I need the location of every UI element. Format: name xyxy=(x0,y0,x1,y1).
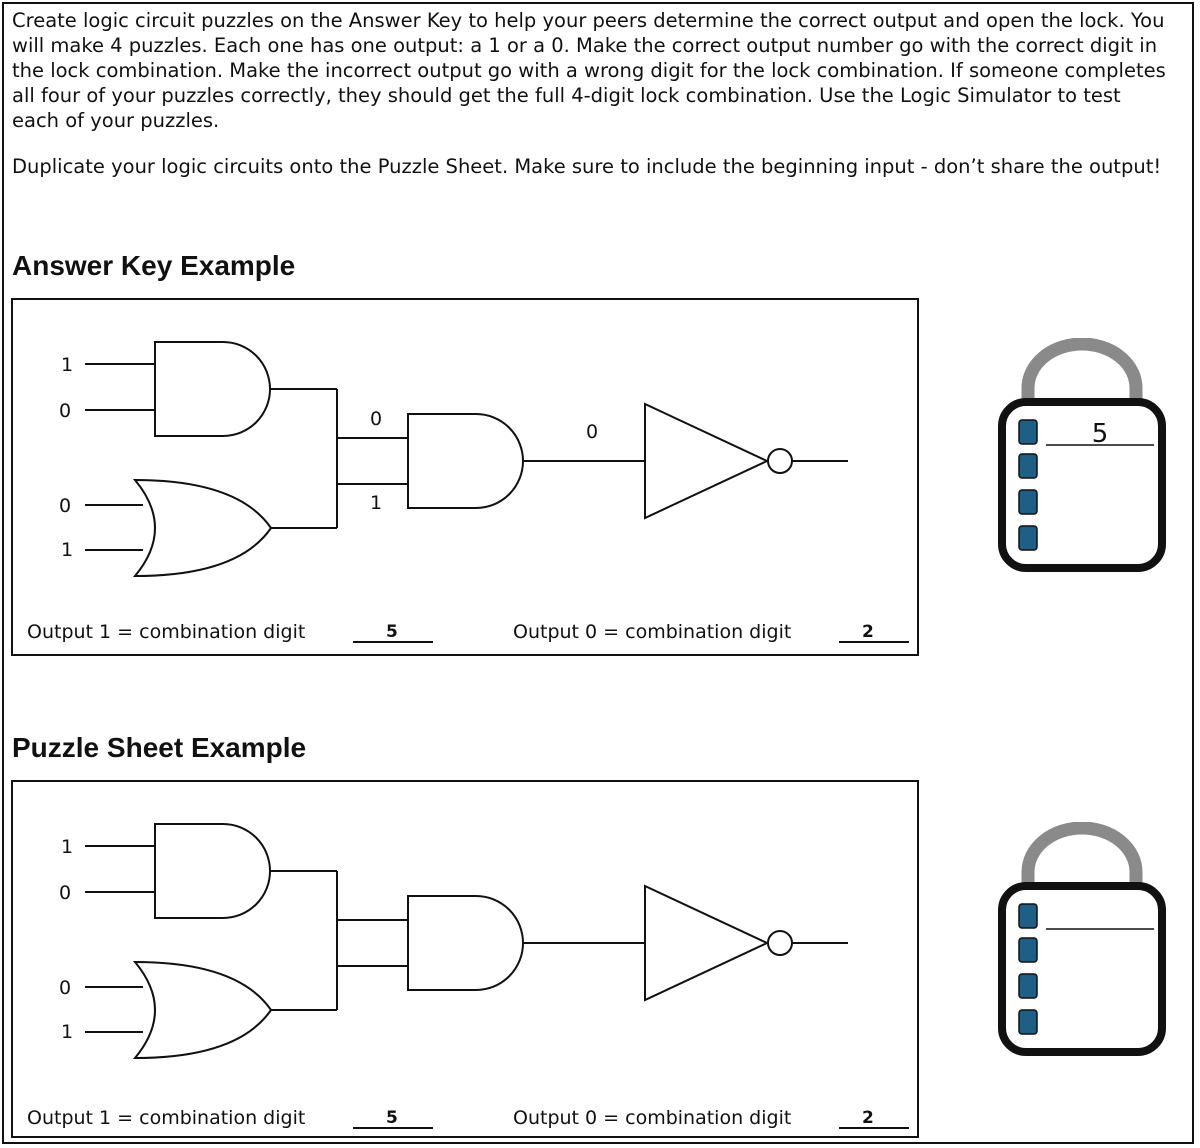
answer-key-heading: Answer Key Example xyxy=(12,250,296,281)
not-gate-icon xyxy=(644,884,770,1002)
input-label-4: 1 xyxy=(61,1021,73,1043)
or-gate-icon xyxy=(132,478,273,578)
output-1-digit: 5 xyxy=(386,1108,398,1128)
puzzle-sheet-circuit-diagram: 1 0 0 1 Output 1 = combination digit 5 O… xyxy=(27,823,909,1129)
output-0-digit: 2 xyxy=(862,1108,874,1128)
not-gate-icon xyxy=(644,402,770,520)
and-gate-icon xyxy=(407,895,524,991)
intermediate-label-bottom: 1 xyxy=(370,492,382,514)
output-1-label: Output 1 = combination digit xyxy=(27,621,305,643)
input-label-4: 1 xyxy=(61,539,73,561)
puzzle-sheet-heading: Puzzle Sheet Example xyxy=(12,732,307,763)
output-0-digit: 2 xyxy=(862,622,874,642)
input-label-3: 0 xyxy=(59,977,71,999)
intermediate-label-top: 0 xyxy=(370,408,382,430)
instructions-paragraph-2: Duplicate your logic circuits onto the P… xyxy=(12,155,1162,178)
input-label-2: 0 xyxy=(59,400,71,422)
output-0-label: Output 0 = combination digit xyxy=(513,621,791,643)
input-label-2: 0 xyxy=(59,882,71,904)
input-label-3: 0 xyxy=(59,495,71,517)
answer-key-circuit-panel: 1 0 0 1 0 1 0 Output 1 = combination dig… xyxy=(11,298,919,656)
padlock-icon xyxy=(996,821,1168,1062)
output-1-digit: 5 xyxy=(386,622,398,642)
answer-key-circuit-diagram: 1 0 0 1 0 1 0 Output 1 = combination dig… xyxy=(27,341,909,643)
instructions-paragraph-1: Create logic circuit puzzles on the Answ… xyxy=(12,9,1166,132)
and-output-label: 0 xyxy=(586,421,598,443)
input-label-1: 1 xyxy=(61,354,73,376)
puzzle-sheet-circuit-panel: 1 0 0 1 Output 1 = combination digit 5 O… xyxy=(11,780,919,1138)
padlock-icon: 5 xyxy=(996,337,1168,578)
and-gate-icon xyxy=(154,823,271,919)
lock-digit: 5 xyxy=(1092,419,1109,449)
or-gate-icon xyxy=(132,960,273,1060)
output-0-label: Output 0 = combination digit xyxy=(513,1107,791,1129)
input-label-1: 1 xyxy=(61,836,73,858)
output-1-label: Output 1 = combination digit xyxy=(27,1107,305,1129)
and-gate-icon xyxy=(407,413,524,509)
and-gate-icon xyxy=(154,341,271,437)
